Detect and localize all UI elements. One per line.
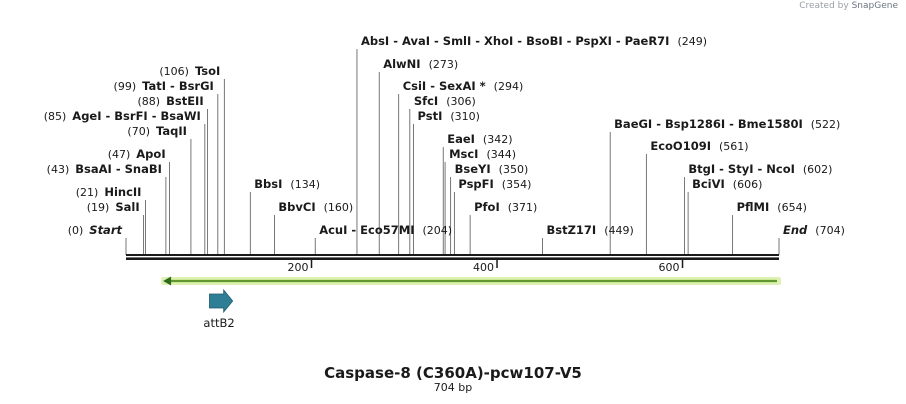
- site-number-273: (273): [429, 58, 459, 71]
- site-number-704: (704): [815, 224, 845, 237]
- site-label-704: End: [783, 223, 808, 237]
- site-label-294: CsiI - SexAI *: [403, 79, 486, 93]
- site-number-88: (88): [138, 95, 161, 108]
- site-number-449: (449): [604, 224, 634, 237]
- site-number-306: (306): [446, 95, 476, 108]
- site-number-342: (342): [483, 133, 513, 146]
- site-number-294: (294): [494, 80, 524, 93]
- site-number-134: (134): [290, 178, 320, 191]
- site-label-160: BbvCI: [278, 200, 315, 214]
- site-label-306: SfcI: [414, 94, 438, 108]
- site-label-344: MscI: [449, 147, 478, 161]
- site-label-19: SalI: [115, 200, 139, 214]
- scale-label-200: 200: [288, 261, 309, 274]
- site-number-371: (371): [508, 201, 538, 214]
- site-number-70: (70): [127, 125, 150, 138]
- site-label-70: TaqII: [156, 124, 187, 138]
- site-number-85: (85): [44, 110, 67, 123]
- site-number-522: (522): [811, 118, 841, 131]
- site-label-99: TatI - BsrGI: [142, 79, 214, 93]
- site-number-654: (654): [777, 201, 807, 214]
- backbone-stripe: [126, 256, 779, 258]
- attb2-feature-arrow: [209, 288, 234, 314]
- site-number-21: (21): [76, 186, 99, 199]
- site-number-43: (43): [47, 163, 70, 176]
- site-label-0: Start: [89, 223, 122, 237]
- site-number-204: (204): [422, 224, 452, 237]
- site-label-85: AgeI - BsrFI - BsaWI: [72, 109, 201, 123]
- attb2-label: attB2: [203, 316, 234, 330]
- site-label-47: ApoI: [136, 147, 165, 161]
- site-label-249: AbsI - AvaI - SmlI - XhoI - BsoBI - PspX…: [361, 34, 670, 48]
- site-number-47: (47): [108, 148, 131, 161]
- site-label-654: PflMI: [737, 200, 770, 214]
- credit-prefix: Created by: [799, 1, 849, 11]
- site-label-354: PspFI: [458, 177, 493, 191]
- site-number-602: (602): [803, 163, 833, 176]
- snapgene-credit: Created by SnapGene: [799, 1, 898, 11]
- site-label-310: PstI: [418, 109, 443, 123]
- site-number-354: (354): [502, 178, 532, 191]
- site-number-561: (561): [719, 140, 749, 153]
- site-label-43: BsaAI - SnaBI: [75, 162, 162, 176]
- scale-label-400: 400: [473, 261, 494, 274]
- site-label-134: BbsI: [254, 177, 282, 191]
- site-label-342: EaeI: [447, 132, 475, 146]
- site-label-522: BaeGI - Bsp1286I - Bme1580I: [614, 117, 803, 131]
- site-number-0: (0): [68, 224, 84, 237]
- site-number-344: (344): [486, 148, 516, 161]
- map-length: 704 bp: [433, 381, 473, 394]
- site-label-561: EcoO109I: [650, 139, 711, 153]
- site-label-350: BseYI: [455, 162, 491, 176]
- feature-arrowhead: [163, 276, 172, 286]
- site-label-204: AcuI - Eco57MI: [319, 223, 414, 237]
- site-label-21: HincII: [104, 185, 141, 199]
- site-label-273: AlwNI: [383, 57, 420, 71]
- credit-brand: SnapGene: [851, 1, 898, 11]
- site-number-160: (160): [324, 201, 354, 214]
- site-label-371: PfoI: [474, 200, 500, 214]
- site-label-602: BtgI - StyI - NcoI: [688, 162, 795, 176]
- site-number-310: (310): [450, 110, 480, 123]
- site-number-249: (249): [677, 35, 707, 48]
- site-number-99: (99): [114, 80, 137, 93]
- site-label-88: BstEII: [166, 94, 204, 108]
- site-number-106: (106): [159, 65, 189, 78]
- site-number-350: (350): [499, 163, 529, 176]
- map-title: Caspase-8 (C360A)-pcw107-V5: [324, 364, 582, 382]
- site-number-606: (606): [733, 178, 763, 191]
- site-number-19: (19): [87, 201, 110, 214]
- site-label-106: TsoI: [195, 64, 220, 78]
- site-label-606: BciVI: [692, 177, 725, 191]
- site-label-449: BstZ17I: [546, 223, 596, 237]
- scale-label-600: 600: [659, 261, 680, 274]
